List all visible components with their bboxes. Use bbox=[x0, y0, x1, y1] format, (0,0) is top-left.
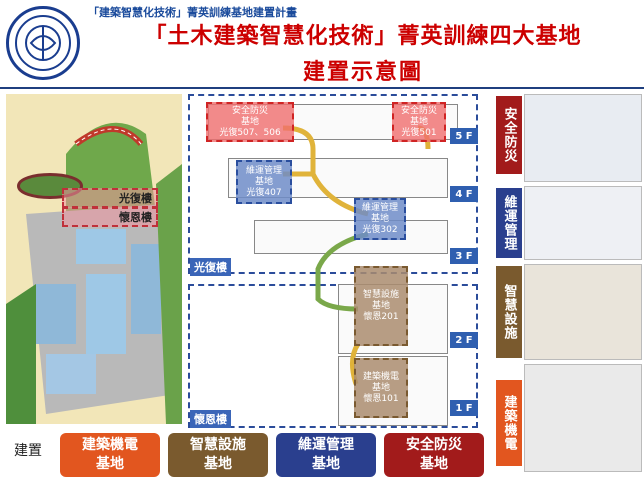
box-room: 光復407 bbox=[246, 187, 282, 198]
side-tag-smart: 智慧設施 bbox=[496, 266, 522, 358]
box-label: 基地 bbox=[371, 300, 390, 311]
box-label: 智慧設施 bbox=[362, 289, 399, 300]
base-box-smart-201: 智慧設施基地懷恩201 bbox=[354, 266, 408, 346]
legend-text: 維運管理 bbox=[298, 437, 354, 453]
region-huaien bbox=[188, 284, 478, 428]
box-label: 維運管理 bbox=[361, 202, 398, 213]
floor-label-4f: 4 F bbox=[450, 186, 478, 202]
header-divider bbox=[0, 87, 644, 89]
region-label-huaien: 懷恩樓 bbox=[190, 410, 231, 428]
box-label: 基地 bbox=[409, 116, 428, 127]
legend-item-safety: 安全防災基地 bbox=[384, 433, 484, 477]
map-building-huaien: 懷恩樓 bbox=[62, 207, 158, 227]
box-room: 光復501 bbox=[401, 127, 437, 138]
floor-diagram: 光復樓 懷恩樓 5 F 4 F 3 F 2 F 1 F 安全防災基地光復507、… bbox=[188, 94, 480, 428]
legend-label: 建置 bbox=[14, 443, 42, 459]
box-label: 安全防災 bbox=[231, 105, 268, 116]
side-tag-mep: 建築機電 bbox=[496, 380, 522, 466]
university-logo bbox=[6, 6, 80, 80]
legend-text: 基地 bbox=[312, 456, 340, 472]
side-panel: 安全防災 維運管理 智慧設施 建築機電 bbox=[496, 94, 642, 472]
box-label: 安全防災 bbox=[400, 105, 437, 116]
legend-text: 基地 bbox=[420, 456, 448, 472]
box-label: 基地 bbox=[254, 176, 273, 187]
box-label: 維運管理 bbox=[245, 165, 282, 176]
floor-label-3f: 3 F bbox=[450, 248, 478, 264]
legend-text: 基地 bbox=[204, 456, 232, 472]
campus-map: 光復樓 懷恩樓 bbox=[6, 94, 182, 424]
box-label: 建築機電 bbox=[362, 371, 399, 382]
box-label: 基地 bbox=[370, 213, 389, 224]
legend-item-ops: 維運管理基地 bbox=[276, 433, 376, 477]
box-room: 光復507、506 bbox=[219, 127, 281, 138]
connector-paths bbox=[282, 125, 431, 385]
logo-emblem bbox=[15, 15, 71, 71]
box-room: 懷恩101 bbox=[363, 393, 399, 404]
side-tag-safety: 安全防災 bbox=[496, 96, 522, 174]
box-room: 光復302 bbox=[362, 224, 398, 235]
side-photo-mep bbox=[524, 364, 642, 472]
legend-text: 建築機電 bbox=[82, 437, 138, 453]
base-box-ops-302: 維運管理基地光復302 bbox=[354, 198, 406, 240]
floor-label-1f: 1 F bbox=[450, 400, 478, 416]
floor-label-2f: 2 F bbox=[450, 332, 478, 348]
side-tag-ops: 維運管理 bbox=[496, 188, 522, 258]
legend-text: 智慧設施 bbox=[190, 437, 246, 453]
region-label-guangfu: 光復樓 bbox=[190, 258, 231, 276]
side-photo-safety bbox=[524, 94, 642, 182]
base-box-mep-101: 建築機電基地懷恩101 bbox=[354, 358, 408, 418]
campus-map-drawing bbox=[6, 94, 182, 424]
project-subtitle: 「建築智慧化技術」菁英訓練基地建置計畫 bbox=[88, 6, 297, 19]
legend-text: 基地 bbox=[96, 456, 124, 472]
box-label: 基地 bbox=[240, 116, 259, 127]
map-building-guangfu: 光復樓 bbox=[62, 188, 158, 208]
region-guangfu bbox=[188, 94, 478, 274]
floor-label-5f: 5 F bbox=[450, 128, 478, 144]
legend-item-mep: 建築機電基地 bbox=[60, 433, 160, 477]
page-title: 「土木建築智慧化技術」菁英訓練四大基地 bbox=[144, 24, 582, 49]
base-box-ops-407: 維運管理基地光復407 bbox=[236, 160, 292, 204]
side-photo-smart bbox=[524, 264, 642, 360]
base-box-safety-507: 安全防災基地光復507、506 bbox=[206, 102, 294, 142]
page-title-line2: 建置示意圖 bbox=[302, 60, 423, 85]
base-box-safety-501: 安全防災基地光復501 bbox=[392, 102, 446, 142]
side-photo-ops bbox=[524, 186, 642, 260]
legend-item-smart: 智慧設施基地 bbox=[168, 433, 268, 477]
legend-text: 安全防災 bbox=[406, 437, 462, 453]
box-label: 基地 bbox=[371, 382, 390, 393]
box-room: 懷恩201 bbox=[363, 311, 399, 322]
